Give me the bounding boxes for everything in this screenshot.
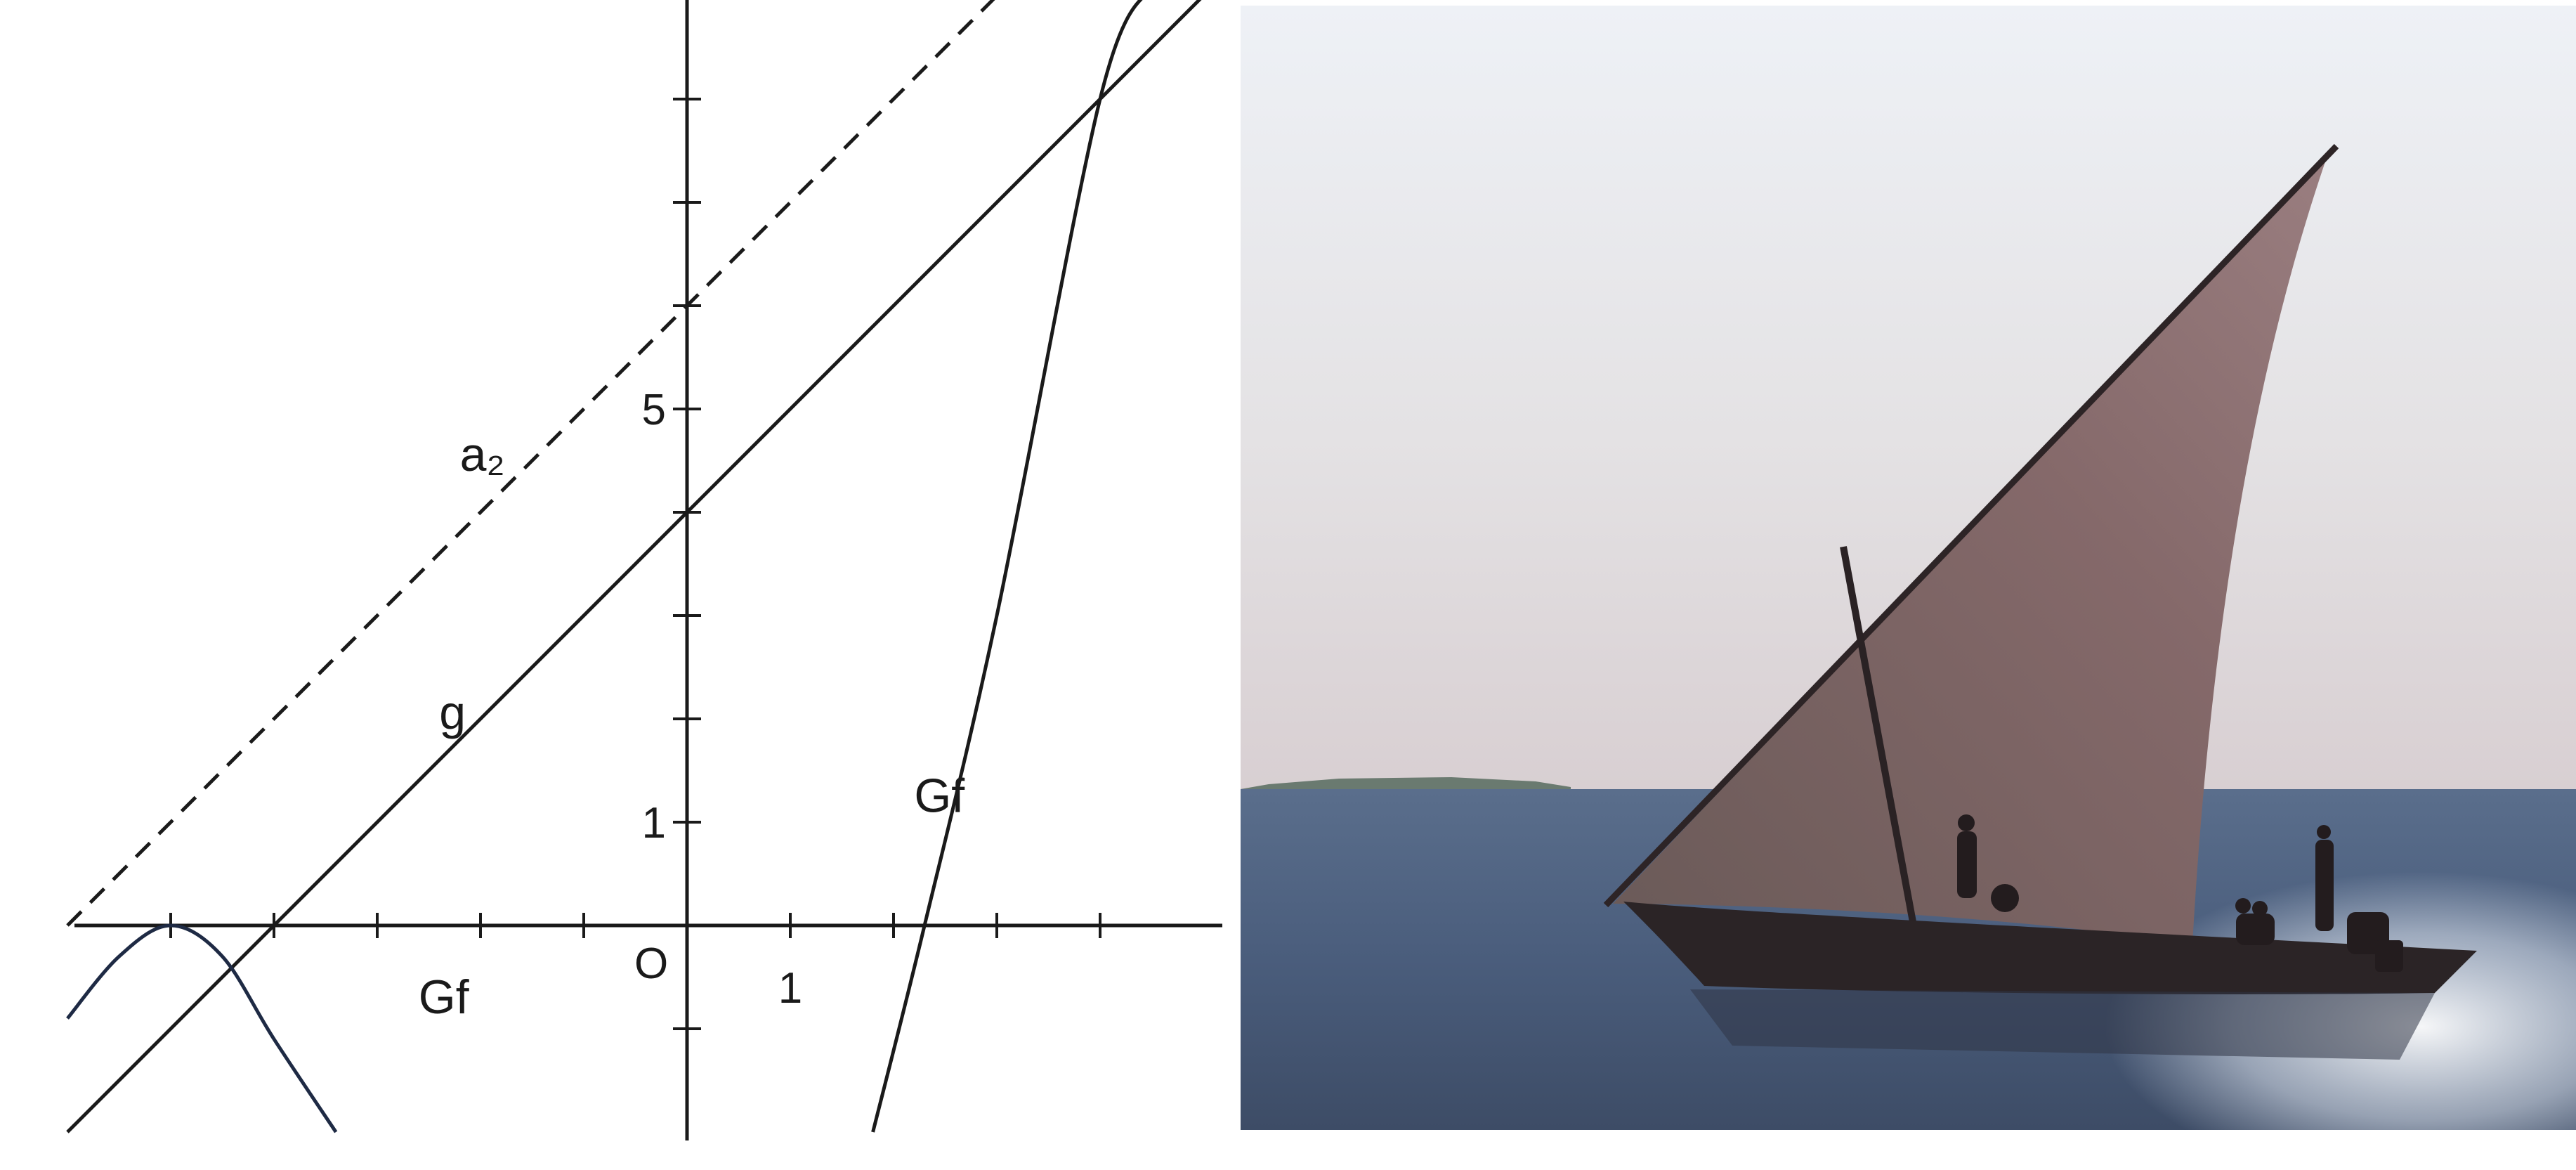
distant-island bbox=[1241, 777, 1571, 791]
series-label: g bbox=[439, 687, 466, 740]
function-graph: 115xyOga₂GfGf bbox=[0, 0, 1222, 1170]
origin-label: O bbox=[634, 940, 668, 988]
crew-silhouettes bbox=[1957, 814, 2403, 972]
series-g-line bbox=[66, 0, 1202, 1133]
sailboat-photo-svg bbox=[1241, 6, 2576, 1130]
sailboat-photo bbox=[1241, 6, 2576, 1130]
yard-spar bbox=[1603, 143, 2339, 908]
sail bbox=[1613, 150, 2329, 944]
x-tick-label: 1 bbox=[778, 964, 802, 1013]
series-label: Gf bbox=[419, 970, 469, 1024]
hull bbox=[1623, 902, 2477, 994]
y-tick-label: 5 bbox=[642, 386, 666, 434]
series-gf-line bbox=[66, 923, 338, 1133]
y-tick-label: 1 bbox=[642, 799, 666, 847]
hull-reflection bbox=[1690, 989, 2435, 1060]
mast bbox=[1840, 546, 1918, 934]
graph-svg: 115xyOga₂GfGf bbox=[66, 0, 1222, 1140]
series-label: Gf bbox=[914, 769, 965, 822]
series-a-line bbox=[66, 0, 995, 927]
series-gf-line bbox=[871, 0, 1143, 1133]
series-label: a₂ bbox=[460, 428, 505, 481]
